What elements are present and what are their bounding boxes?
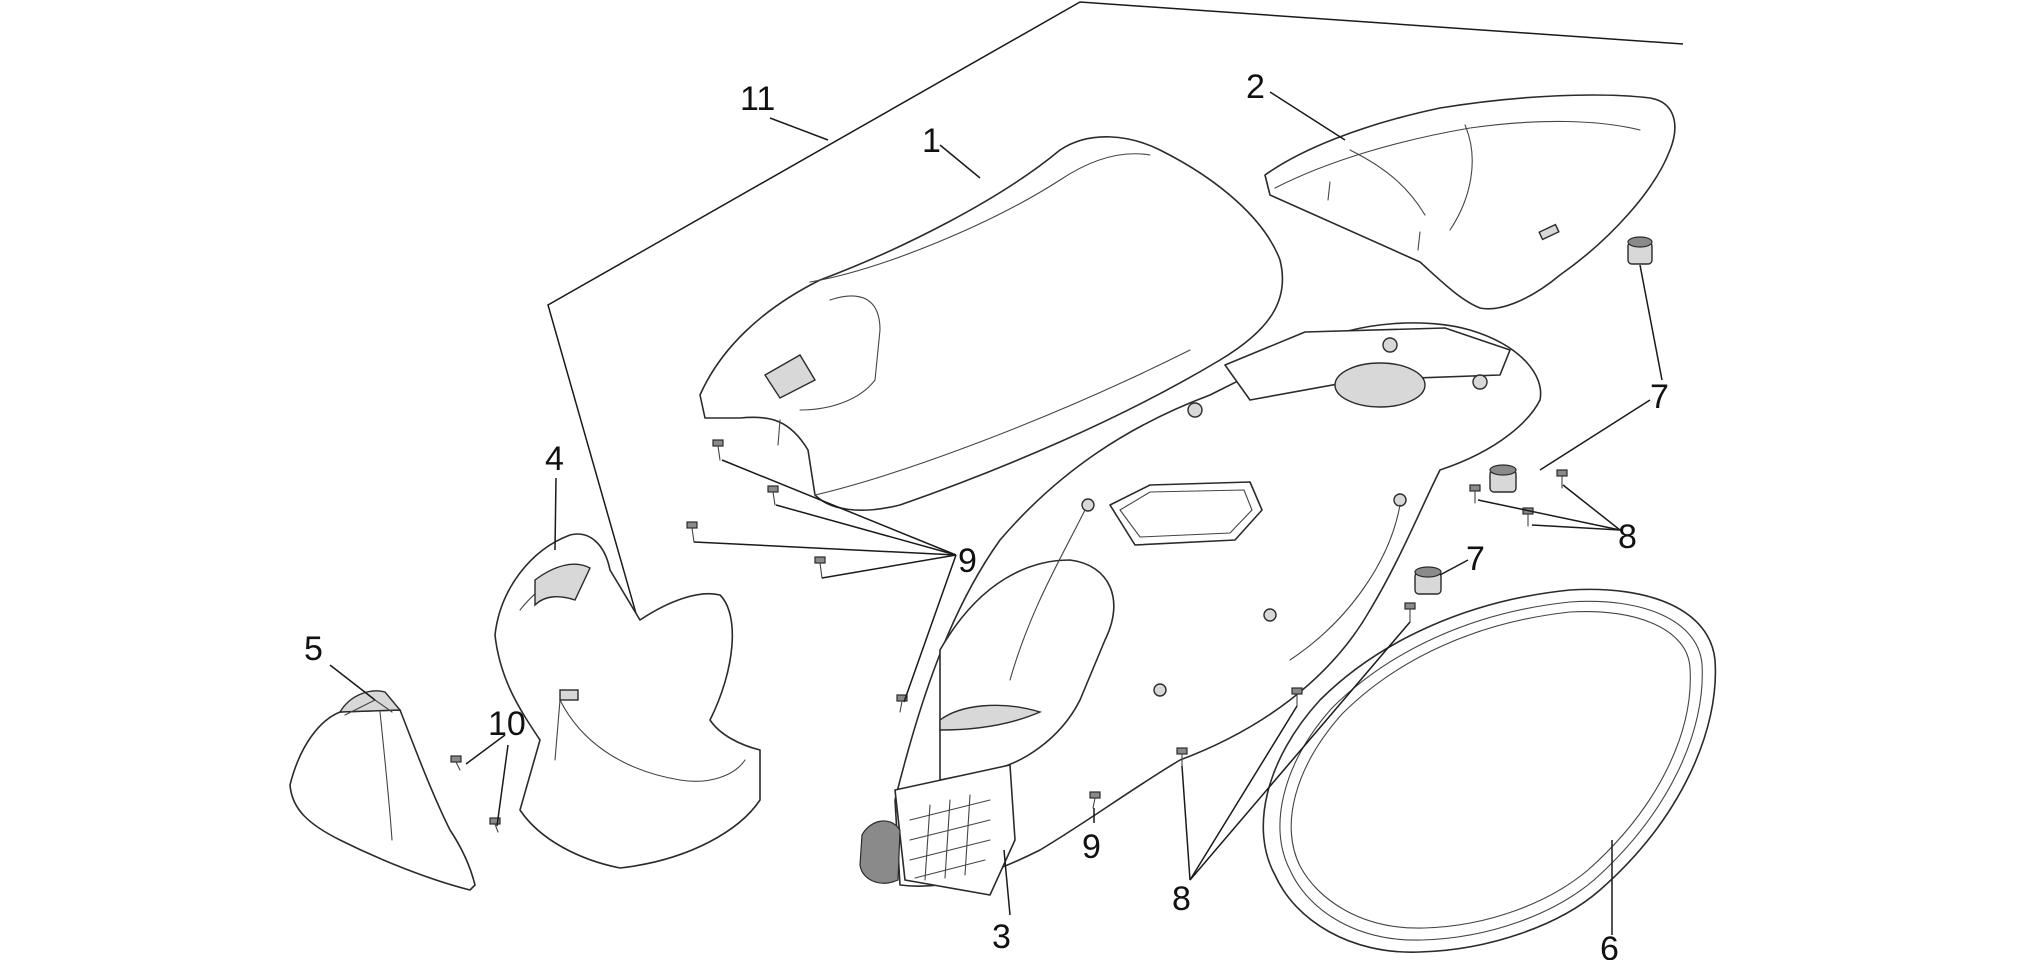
fasteners — [450, 236, 1653, 833]
callout-4: 4 — [545, 440, 564, 478]
part-4-side-cover — [494, 533, 761, 869]
callout-8-a: 8 — [1618, 518, 1637, 556]
part-2-rear-cowl — [1264, 94, 1676, 310]
leader-lines — [329, 91, 1663, 935]
screw-8-c — [1176, 747, 1188, 767]
screw-10-a — [450, 755, 462, 771]
rubber-pad-7-a — [1627, 236, 1653, 265]
screw-9-b — [767, 485, 779, 506]
screw-8-b — [1291, 687, 1303, 707]
screw-9-d — [814, 556, 826, 579]
screw-8-a — [1404, 602, 1416, 623]
screw-8-d — [1469, 484, 1481, 504]
part-6-gasket — [1262, 588, 1717, 953]
part-3-rear-frame — [859, 322, 1542, 896]
callout-7-b: 7 — [1466, 540, 1485, 578]
rubber-pad-7-b — [1489, 464, 1517, 493]
callout-labels: 1 2 3 4 5 6 7 7 8 8 9 9 10 11 — [304, 68, 1669, 960]
callout-2: 2 — [1246, 68, 1265, 106]
callout-6: 6 — [1600, 930, 1619, 960]
part-11-kit-outline — [547, 1, 1684, 646]
rubber-pad-7-c — [1414, 566, 1442, 595]
callout-9-b: 9 — [1082, 828, 1101, 866]
callout-3: 3 — [992, 918, 1011, 956]
callout-8-b: 8 — [1172, 880, 1191, 918]
callout-9-a: 9 — [958, 542, 977, 580]
callout-11: 11 — [740, 80, 775, 118]
frame-grille — [909, 794, 991, 881]
callout-5: 5 — [304, 630, 323, 668]
callout-1: 1 — [922, 122, 941, 160]
screw-9-e — [896, 694, 908, 713]
callout-10: 10 — [488, 705, 526, 743]
screw-8-f — [1556, 469, 1568, 489]
screw-9-c — [686, 521, 698, 543]
screw-9-f — [1089, 791, 1101, 809]
screw-9-a — [712, 439, 724, 461]
screw-10-b — [489, 817, 501, 833]
part-1-seat — [699, 136, 1284, 511]
part-5-small-panel — [289, 690, 476, 891]
callout-7-a: 7 — [1650, 378, 1669, 416]
